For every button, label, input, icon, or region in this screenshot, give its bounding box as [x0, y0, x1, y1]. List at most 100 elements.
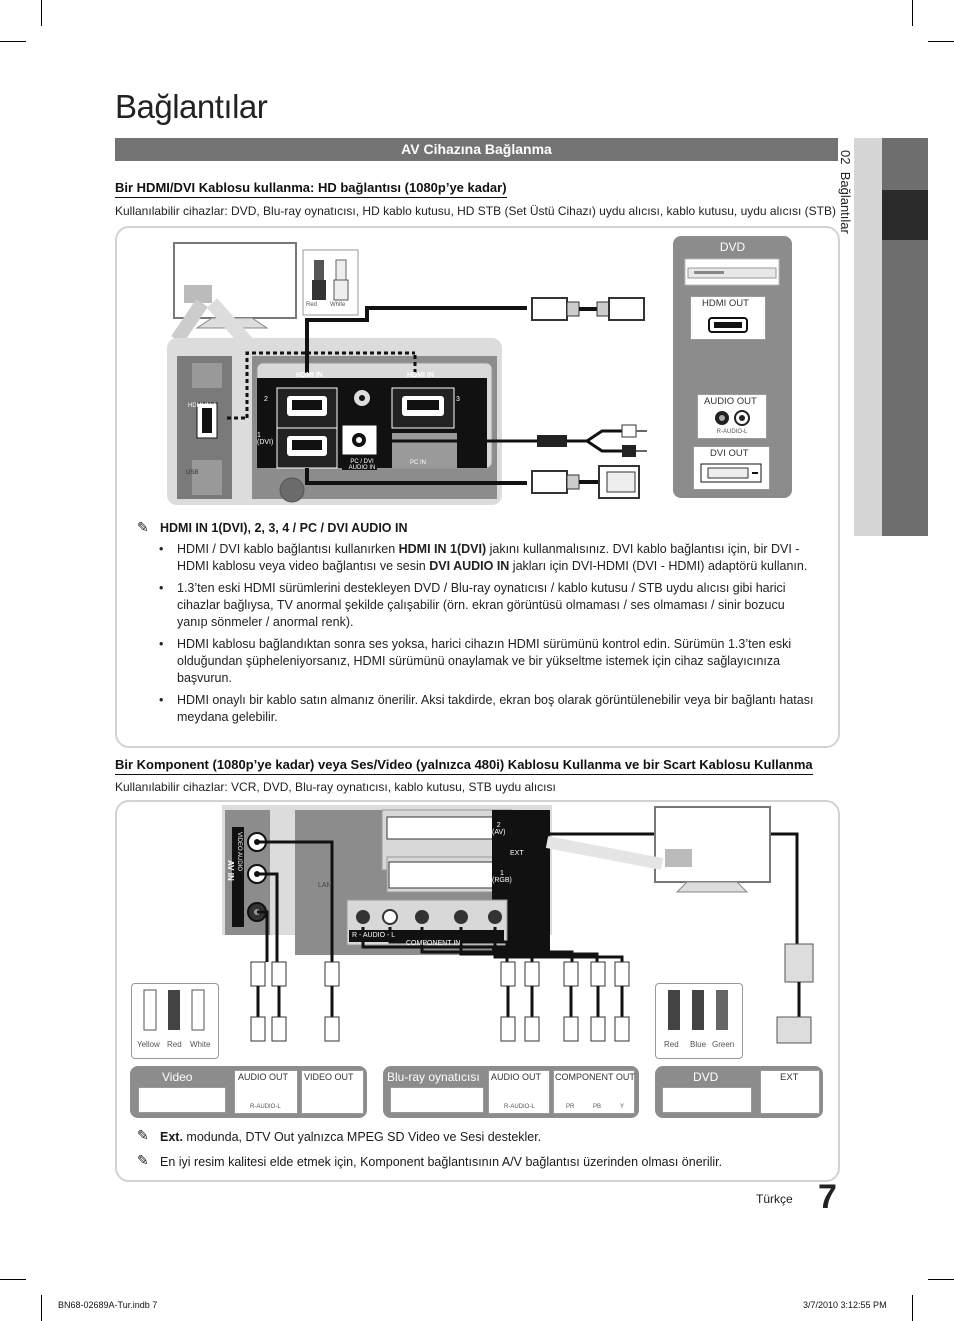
video-device-title: Video	[162, 1070, 193, 1084]
component-audio-label: R - AUDIO - L	[352, 932, 396, 939]
dvi-port-icon	[700, 463, 762, 483]
tv-port-num-3: 3	[456, 396, 460, 403]
crop-mark	[0, 1279, 26, 1280]
note-pencil-icon: ✎	[137, 519, 149, 535]
tv-side-usb-label: USB	[186, 470, 199, 476]
crop-mark	[912, 1295, 913, 1321]
section-title-bar: AV Cihazına Bağlanma	[115, 138, 838, 161]
side-tab-text: Bağlantılar	[838, 171, 853, 234]
bullet-text: jakları için DVI-HDMI (DVI - HDMI) adapt…	[509, 559, 808, 573]
dvd-player-icon	[684, 258, 780, 286]
component-out-port	[553, 1070, 635, 1114]
lan-label: LAN	[318, 882, 332, 889]
rca-red-label: Red	[306, 302, 318, 308]
ext-2-label: 2 (AV)	[492, 822, 506, 836]
pr-label: PR	[566, 1104, 575, 1110]
bluray-device-title: Blu-ray oynatıcısı	[387, 1070, 480, 1084]
component-plugs-icon	[668, 990, 728, 1030]
crop-mark	[0, 41, 26, 42]
note-bold: Ext.	[160, 1130, 183, 1144]
hdmi-devices: Kullanılabilir cihazlar: DVD, Blu-ray oy…	[115, 204, 836, 218]
bullet-text: jakını kullanmalısınız. DVI kablo bağlan…	[177, 542, 800, 573]
video-audio-out-label: AUDIO OUT	[238, 1072, 289, 1082]
note-pencil-icon: ✎	[137, 1127, 149, 1143]
bullet-bold: HDMI IN 1(DVI)	[398, 542, 487, 556]
rca-red-label-2: Red	[664, 1040, 679, 1049]
hdmi-note-heading: HDMI IN 1(DVI), 2, 3, 4 / PC / DVI AUDIO…	[160, 521, 408, 535]
hdmi-bullet-list: HDMI / DVI kablo bağlantısı kullanırken …	[155, 541, 815, 731]
rca-green-label: Green	[712, 1040, 735, 1049]
hdmi-heading: Bir HDMI/DVI Kablosu kullanma: HD bağlan…	[115, 180, 507, 198]
page-number: 7	[818, 1178, 837, 1216]
tv-dvi-label: 1 (DVI)	[257, 432, 274, 446]
crop-mark	[928, 41, 954, 42]
side-tab-marker	[882, 190, 928, 240]
crop-mark	[41, 1295, 42, 1321]
component-note-2: En iyi resim kalitesi elde etmek için, K…	[160, 1155, 723, 1169]
bluray-audio-sub: R-AUDIO-L	[504, 1104, 535, 1110]
dvd-icon	[662, 1087, 752, 1113]
bluray-audio-out-label: AUDIO OUT	[491, 1072, 542, 1082]
ext-port-box	[760, 1070, 820, 1114]
hdmi-port-icon	[708, 317, 748, 333]
video-out-label: VIDEO OUT	[304, 1072, 354, 1082]
y-label: Y	[620, 1104, 625, 1110]
bluray-icon	[390, 1087, 484, 1113]
tv-side-hdmi-label: HDMI IN 4	[188, 403, 217, 409]
footer-language: Türkçe	[756, 1192, 793, 1206]
footer-date: 3/7/2010 3:12:55 PM	[803, 1300, 887, 1310]
vcr-icon	[138, 1087, 226, 1113]
ext-1-label: 1 (RGB)	[492, 870, 512, 884]
dvd-device-title-2: DVD	[693, 1070, 719, 1084]
ext-label: EXT	[510, 850, 524, 857]
tv-pc-in-label: PC IN	[410, 460, 427, 466]
component-diagram	[222, 805, 814, 1044]
hdmi-bullet-1: HDMI / DVI kablo bağlantısı kullanırken …	[155, 541, 815, 575]
side-tab-number: 02	[838, 150, 853, 165]
video-audio-sub: R-AUDIO-L	[250, 1104, 281, 1110]
hdmi-bullet-2: 1.3’ten eski HDMI sürümlerini destekleye…	[155, 580, 815, 631]
crop-mark	[41, 0, 42, 26]
pb-label: PB	[593, 1104, 602, 1110]
bullet-bold: DVI AUDIO IN	[429, 559, 510, 573]
bullet-text: HDMI / DVI kablo bağlantısı kullanırken	[177, 542, 399, 556]
audio-out-label: AUDIO OUT	[704, 396, 757, 407]
video-out-port	[301, 1070, 364, 1114]
dvd-device-title: DVD	[719, 240, 746, 254]
note-text: modunda, DTV Out yalnızca MPEG SD Video …	[182, 1130, 542, 1144]
audio-out-port	[697, 394, 767, 439]
rca-white-label: White	[190, 1040, 211, 1049]
component-devices: Kullanılabilir cihazlar: VCR, DVD, Blu-r…	[115, 780, 556, 794]
hdmi-diagram	[167, 242, 647, 505]
crop-mark	[928, 1279, 954, 1280]
dvi-out-label: DVI OUT	[710, 448, 749, 459]
tv-port-num-2: 2	[264, 396, 268, 403]
video-audio-out-port	[234, 1070, 298, 1114]
crop-mark	[912, 0, 913, 26]
audio-jacks-icon	[715, 410, 750, 426]
hdmi-bullet-4: HDMI onaylı bir kablo satın almanız öner…	[155, 692, 815, 726]
component-heading: Bir Komponent (1080p’ye kadar) veya Ses/…	[115, 757, 813, 775]
tv-hdmi-in-label-1: HDMI IN	[296, 372, 323, 379]
composite-plugs-icon	[143, 989, 205, 1031]
audio-out-sub: R-AUDIO-L	[716, 429, 748, 435]
component-in-label: COMPONENT IN	[406, 940, 461, 947]
page-title: Bağlantılar	[115, 88, 268, 125]
hdmi-out-label: HDMI OUT	[702, 298, 749, 309]
ext-port-label: EXT	[780, 1072, 799, 1083]
rca-yellow-label: Yellow	[137, 1040, 160, 1049]
hdmi-bullet-3: HDMI kablosu bağlandıktan sonra ses yoks…	[155, 636, 815, 687]
tv-hdmi-in-label-2: HDMI IN	[407, 372, 434, 379]
footer-file: BN68-02689A-Tur.indb 7	[58, 1300, 158, 1310]
component-out-label: COMPONENT OUT	[555, 1072, 635, 1082]
component-note-1: Ext. modunda, DTV Out yalnızca MPEG SD V…	[160, 1130, 541, 1144]
rca-red-label: Red	[167, 1040, 182, 1049]
rca-blue-label: Blue	[690, 1040, 707, 1049]
note-pencil-icon: ✎	[137, 1152, 149, 1168]
tv-pc-dvi-audio-label: PC / DVI AUDIO IN	[348, 459, 376, 471]
av-in-label: AV IN	[226, 860, 235, 881]
av-in-sub: VIDEO AUDIO	[236, 832, 242, 872]
rca-white-label: White	[330, 302, 346, 308]
side-tab-label: 02 Bağlantılar	[838, 150, 898, 270]
bluray-audio-out-port	[488, 1070, 550, 1114]
